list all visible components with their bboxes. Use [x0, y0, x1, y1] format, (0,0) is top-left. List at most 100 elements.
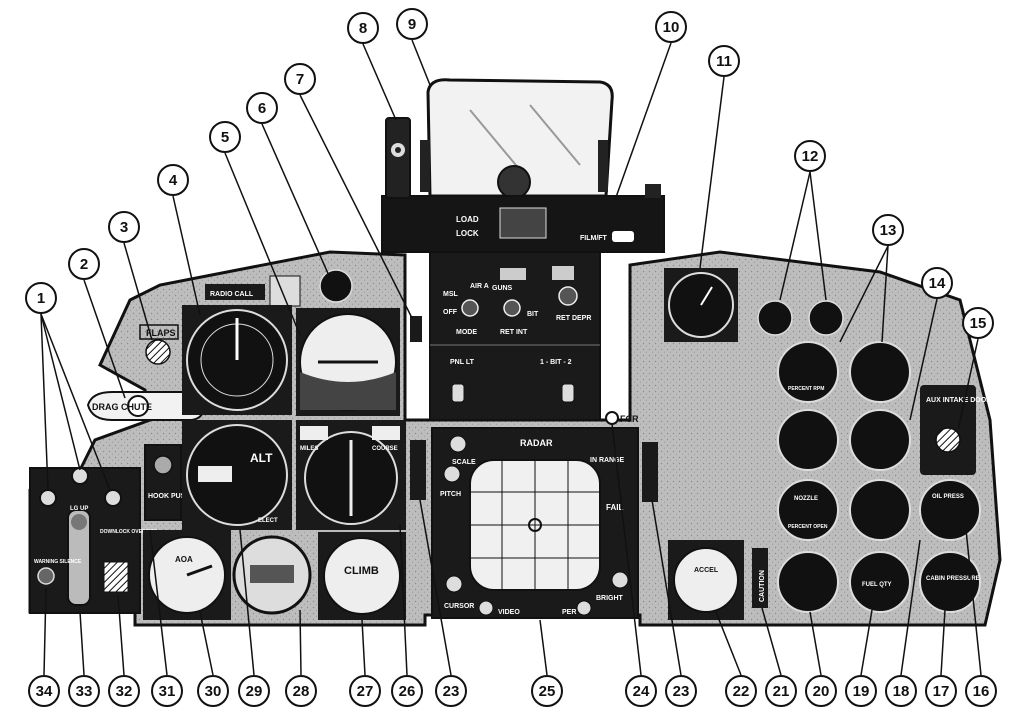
hydraulic-gauge [777, 551, 839, 613]
rpm-gauge-left [777, 341, 839, 403]
hud-assembly: LOAD LOCK FILM/FT [381, 78, 665, 253]
callout-14: 14 [921, 267, 953, 299]
cabin-pressure-gauge [919, 551, 981, 613]
callout-2: 2 [68, 248, 100, 280]
hud-right-post [598, 140, 608, 192]
ret-int-label: RET INT [500, 329, 528, 336]
nozzle-gauge-left [777, 479, 839, 541]
hook-push-button[interactable] [153, 455, 173, 475]
guns-label: GUNS [492, 285, 513, 292]
callout-16: 16 [965, 675, 997, 707]
marker-beacon-light [410, 316, 422, 342]
callout-18: 18 [885, 675, 917, 707]
callout-31: 31 [151, 675, 183, 707]
fcr-label: FCR [620, 414, 639, 424]
callout-34: 34 [28, 675, 60, 707]
hud-left-post [420, 140, 430, 192]
callout-32: 32 [108, 675, 140, 707]
callout-24: 24 [625, 675, 657, 707]
callout-20: 20 [805, 675, 837, 707]
hud-combiner-glass [426, 78, 614, 198]
callout-23-right: 23 [665, 675, 697, 707]
callout-29: 29 [238, 675, 270, 707]
altimeter [186, 424, 288, 526]
oil-press-label: OIL PRESS [932, 494, 964, 500]
film-ft-label: FILM/FT [580, 235, 608, 242]
bright-label: BRIGHT [596, 595, 624, 602]
fuel-quantity-gauge [849, 551, 911, 613]
right-indicator-strip [642, 442, 658, 502]
callout-12: 12 [794, 140, 826, 172]
callout-30: 30 [197, 675, 229, 707]
left-side-controls: LG UP DOWNLOCK OVERRIDE WARNING SILENCE … [29, 275, 301, 614]
aux-intake-doors-switch[interactable] [935, 427, 961, 453]
pitch-label: PITCH [440, 491, 461, 498]
flaps-switch[interactable] [145, 339, 171, 365]
scale-knob[interactable] [449, 435, 467, 453]
callout-13: 13 [872, 214, 904, 246]
fcr-light [605, 411, 619, 425]
percent-rpm-label: PERCENT RPM [788, 386, 824, 392]
warning-light-left [39, 489, 57, 507]
in-range-label: IN RANGE [590, 457, 625, 464]
callout-21: 21 [765, 675, 797, 707]
egt-gauge-left [777, 409, 839, 471]
callout-6: 6 [246, 92, 278, 124]
percent-open-label: PERCENT OPEN [788, 524, 828, 530]
per-knob[interactable] [576, 600, 592, 616]
bit-switch[interactable] [561, 383, 575, 403]
callout-5: 5 [209, 121, 241, 153]
egt-gauge-right [849, 409, 911, 471]
accel-label: ACCEL [694, 567, 719, 574]
fail-label: FAIL [606, 503, 623, 512]
radar-label: RADAR [520, 438, 553, 448]
accelerometer [673, 547, 739, 613]
flight-instruments: ALT ELECT MILES COURSE AOA CLIMB [143, 269, 426, 620]
callout-4: 4 [157, 164, 189, 196]
cursor-knob[interactable] [445, 575, 463, 593]
radar-scope: RADAR SCALE PITCH IN RANGE FAIL CURSOR B… [431, 411, 658, 619]
air-a-label: AIR A [470, 283, 489, 290]
flaps-label: FLAPS [146, 328, 176, 338]
alt-label: ALT [250, 451, 273, 465]
ret-depr-knob[interactable] [558, 286, 578, 306]
callout-33: 33 [68, 675, 100, 707]
warning-silence-button[interactable] [37, 567, 55, 585]
callout-26: 26 [391, 675, 423, 707]
standby-small-gauge [319, 269, 353, 303]
caution-label: CAUTION [759, 570, 766, 602]
load-label: LOAD [456, 215, 479, 224]
video-knob[interactable] [478, 600, 494, 616]
aux-intake-doors-label: AUX INTAKE DOORS [926, 397, 996, 404]
callout-22: 22 [725, 675, 757, 707]
callout-1: 1 [25, 282, 57, 314]
pnl-lt-label: PNL LT [450, 359, 475, 366]
callout-7: 7 [284, 63, 316, 95]
nozzle-gauge-right [849, 479, 911, 541]
pitch-knob[interactable] [443, 465, 461, 483]
callout-25: 25 [531, 675, 563, 707]
warning-silence-label: WARNING SILENCE [34, 559, 82, 565]
mode-selector-knob[interactable] [461, 299, 479, 317]
callout-11: 11 [708, 45, 740, 77]
pnl-lt-switch[interactable] [451, 383, 465, 403]
landing-gear-handle[interactable] [67, 509, 91, 606]
ret-int-knob[interactable] [503, 299, 521, 317]
radio-call-label: RADIO CALL [210, 291, 254, 298]
hud-standby-sight [497, 165, 531, 199]
bit-label: BIT [527, 311, 539, 318]
standby-compass-housing [385, 117, 411, 199]
ret-depr-label: RET DEPR [556, 315, 591, 322]
downlock-override-button[interactable] [103, 561, 129, 593]
oxygen-gauge-left [757, 300, 793, 336]
one-bit-two-label: 1 - BIT - 2 [540, 359, 572, 366]
course-label: COURSE [372, 446, 398, 452]
miles-label: MILES [300, 446, 318, 452]
left-indicator-strip [410, 440, 426, 500]
video-label: VIDEO [498, 609, 520, 616]
bright-knob[interactable] [611, 571, 629, 589]
lg-up-label: LG UP [70, 506, 88, 512]
downlock-override-label: DOWNLOCK OVERRIDE [100, 529, 158, 535]
engine-instruments: PERCENT RPM NOZZLE PERCENT OPEN OIL PRES… [664, 268, 996, 620]
